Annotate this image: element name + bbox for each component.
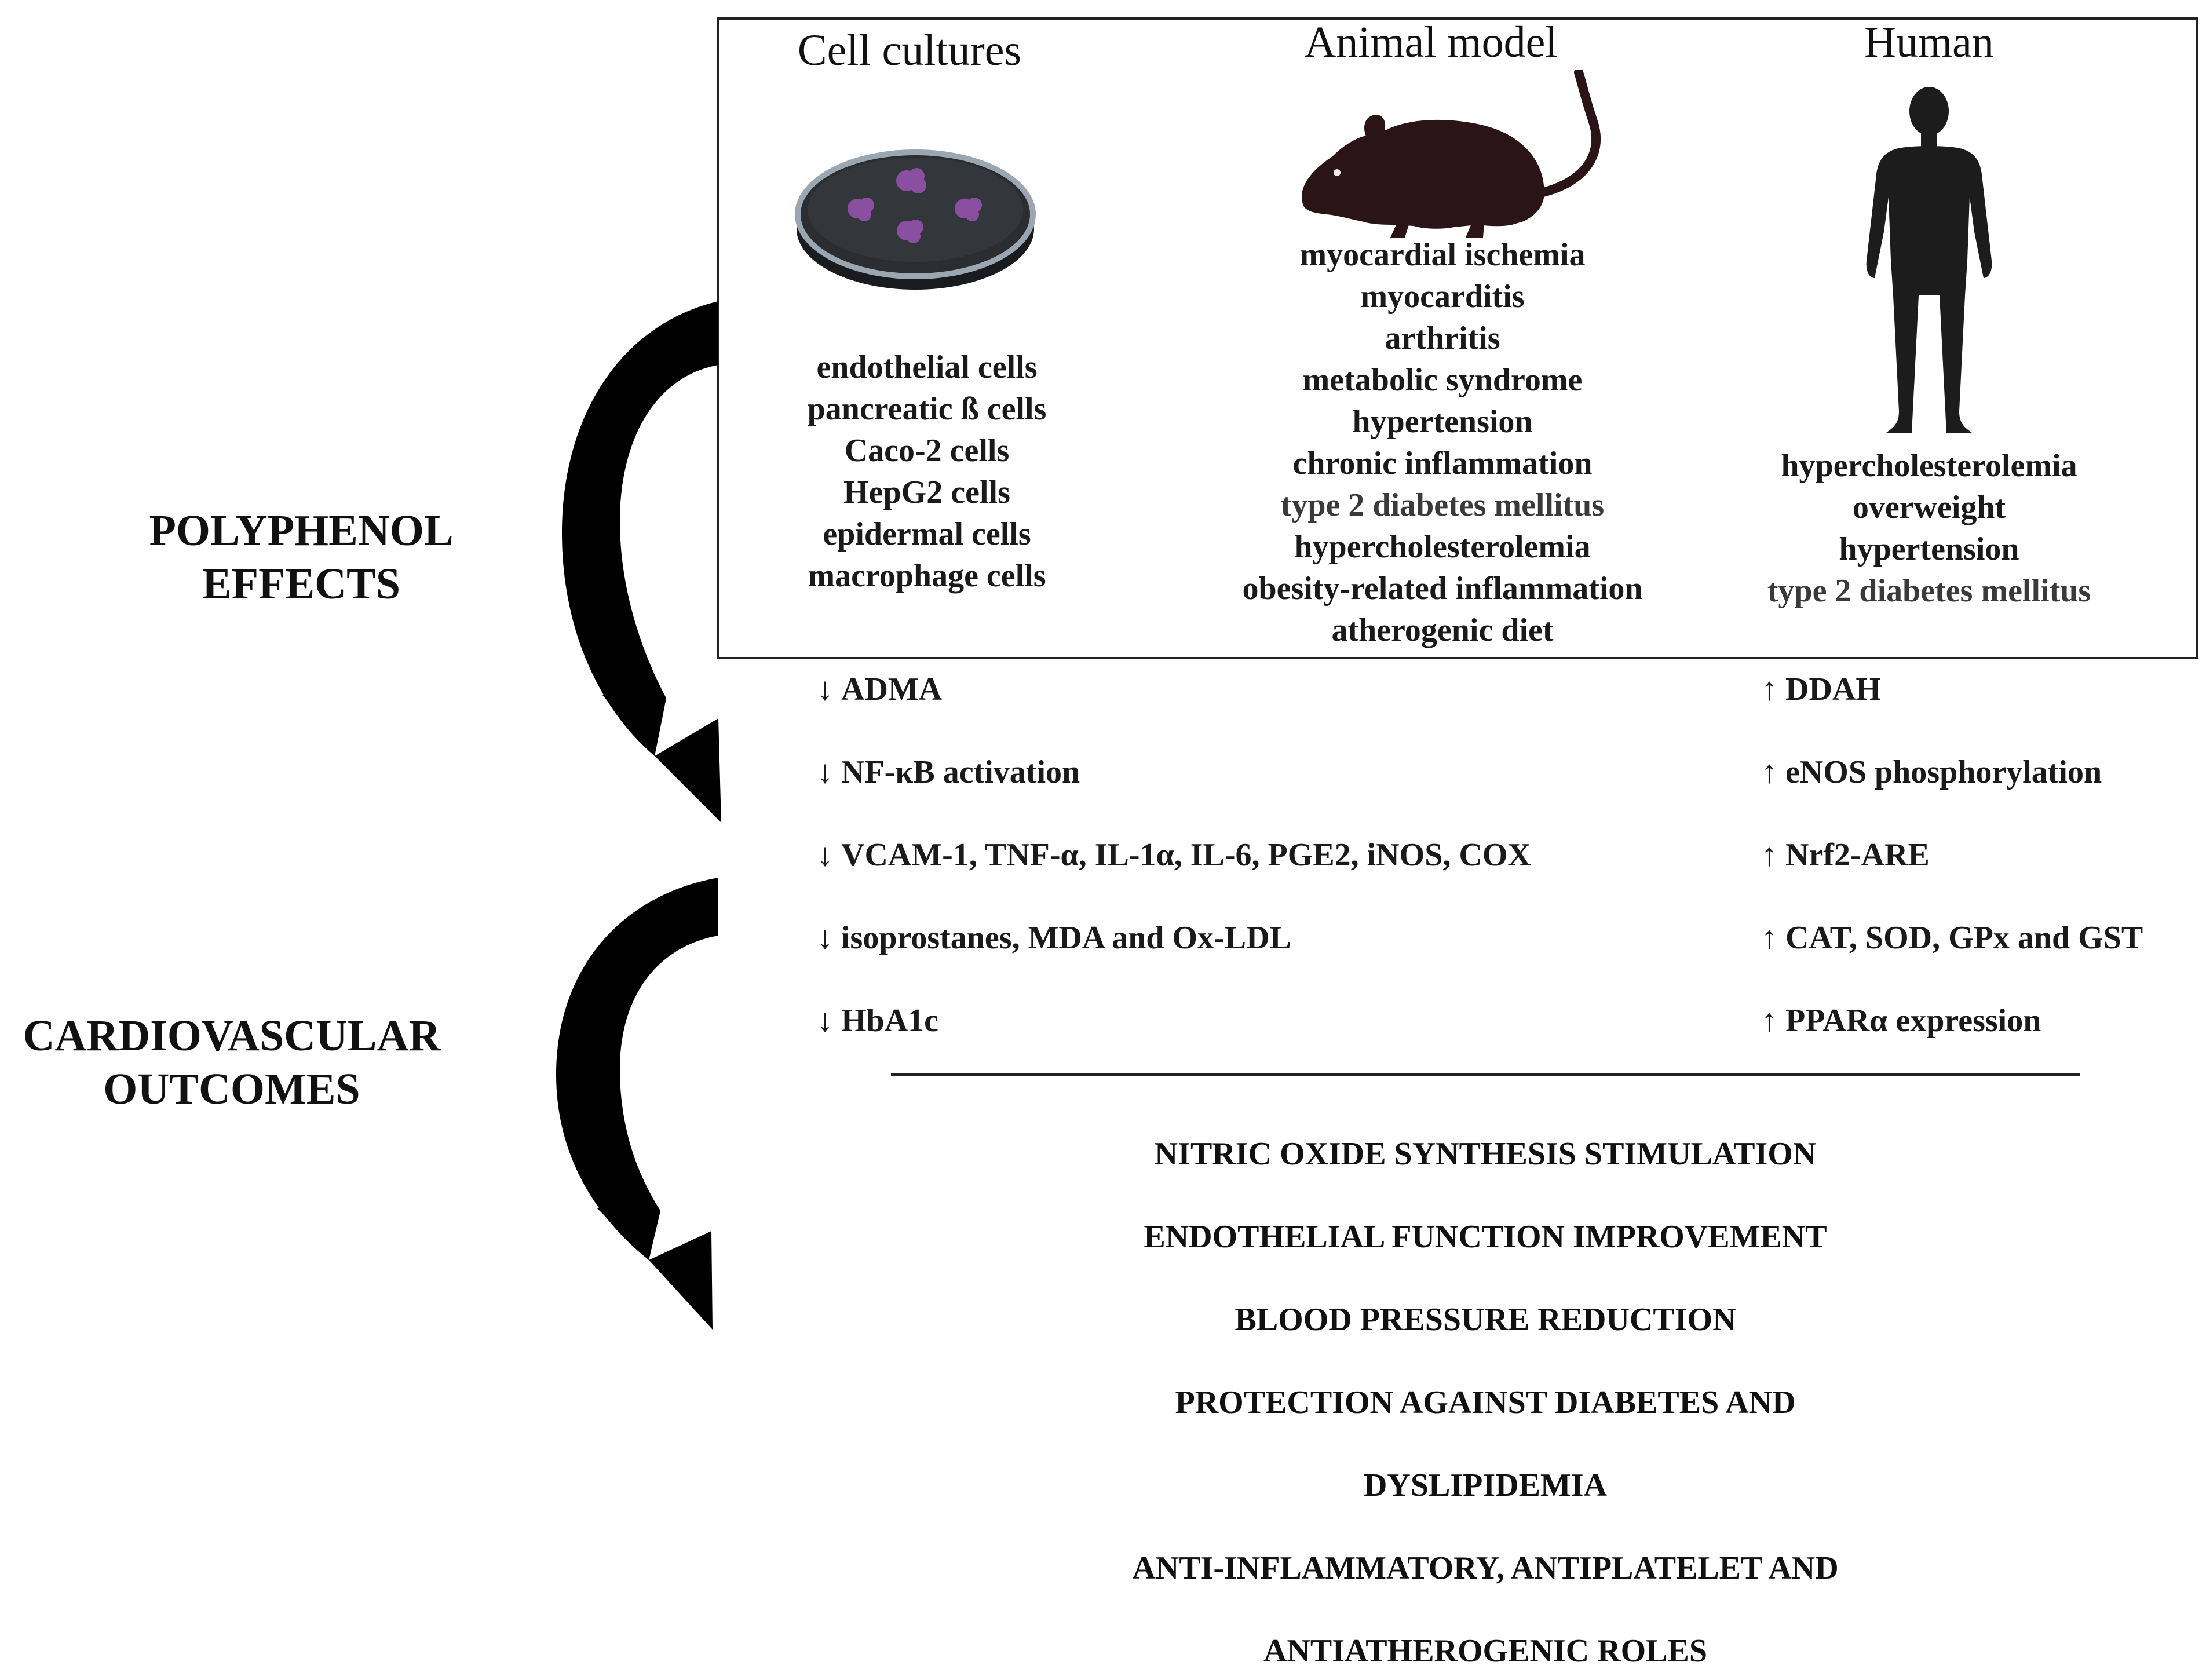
human-list: hypercholesterolemia overweight hyperten… — [1726, 445, 2132, 612]
animal-model-title: Animal model — [1304, 18, 1558, 67]
effect-up-4: ↑PPARα expression — [1761, 1003, 2041, 1039]
effect-down-0: ↓ADMA — [817, 671, 943, 707]
list-item: chronic inflammation — [1292, 445, 1593, 481]
list-item: type 2 diabetes mellitus — [1767, 573, 2091, 609]
effect-up-1: ↑eNOS phosphorylation — [1761, 754, 2102, 790]
human-title: Human — [1864, 18, 1994, 67]
list-item: metabolic syndrome — [1302, 362, 1583, 398]
curved-arrow-icon — [556, 878, 718, 1330]
list-item: myocardial ischemia — [1299, 237, 1586, 273]
list-item: pancreatic ß cells — [807, 391, 1047, 427]
list-item: macrophage cells — [808, 558, 1046, 594]
rat-icon — [1302, 70, 1601, 238]
list-item: type 2 diabetes mellitus — [1280, 487, 1605, 523]
outcome-item: NITRIC OXIDE SYNTHESIS STIMULATION — [1154, 1136, 1817, 1172]
list-item: hypertension — [1352, 404, 1533, 440]
human-silhouette-icon — [1866, 87, 1992, 433]
list-item: epidermal cells — [823, 516, 1031, 552]
effect-down-2: ↓VCAM-1, TNF-α, IL-1α, IL-6, PGE2, iNOS,… — [817, 837, 1531, 873]
list-item: arthritis — [1385, 320, 1500, 356]
list-item: endothelial cells — [816, 349, 1038, 385]
list-item: myocarditis — [1360, 279, 1525, 315]
outcome-item: ANTIATHEROGENIC ROLES — [1263, 1633, 1707, 1669]
effect-up-2: ↑Nrf2-ARE — [1761, 837, 1930, 873]
petri-dish-icon — [795, 149, 1036, 290]
effect-down-4: ↓HbA1c — [817, 1003, 938, 1039]
effect-up-0: ↑DDAH — [1761, 671, 1881, 707]
cell-cultures-list: endothelial cells pancreatic ß cells Cac… — [753, 346, 1101, 597]
list-item: hypercholesterolemia — [1294, 529, 1591, 565]
effect-down-1: ↓NF-κB activation — [817, 754, 1080, 790]
list-item: hypertension — [1839, 531, 2019, 567]
animal-model-list: myocardial ischemia myocarditis arthriti… — [1193, 234, 1692, 651]
cell-cultures-title: Cell cultures — [797, 26, 1022, 75]
list-item: hypercholesterolemia — [1781, 448, 2077, 484]
outcome-item: BLOOD PRESSURE REDUCTION — [1235, 1302, 1736, 1338]
curved-arrow-icon — [562, 301, 721, 823]
list-item: obesity-related inflammation — [1242, 571, 1643, 607]
outcome-item: DYSLIPIDEMIA — [1363, 1467, 1608, 1503]
list-item: overweight — [1852, 490, 2006, 525]
outcome-item: ANTI-INFLAMMATORY, ANTIPLATELET AND — [1132, 1550, 1839, 1586]
effect-down-3: ↓isoprostanes, MDA and Ox-LDL — [817, 920, 1291, 956]
list-item: HepG2 cells — [843, 474, 1010, 510]
outcome-item: PROTECTION AGAINST DIABETES AND — [1175, 1385, 1796, 1420]
divider — [891, 1073, 2080, 1076]
list-item: atherogenic diet — [1331, 612, 1554, 648]
effect-up-3: ↑CAT, SOD, GPx and GST — [1761, 920, 2143, 956]
list-item: Caco-2 cells — [844, 433, 1010, 469]
outcome-item: ENDOTHELIAL FUNCTION IMPROVEMENT — [1144, 1219, 1827, 1255]
polyphenol-effects-label: POLYPHENOL EFFECTS — [149, 506, 454, 608]
cardiovascular-outcomes-label: CARDIOVASCULAR OUTCOMES — [23, 1011, 441, 1113]
